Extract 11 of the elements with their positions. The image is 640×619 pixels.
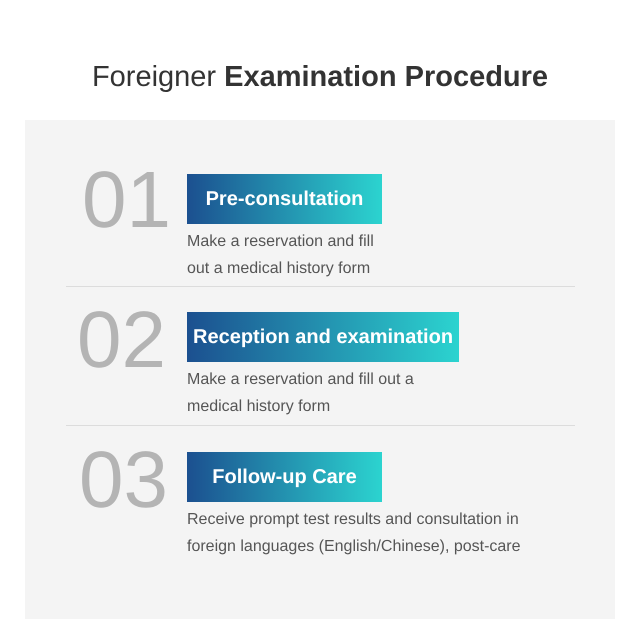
step-heading-banner: Follow-up Care [187,452,382,502]
step-description: Receive prompt test results and consultation in foreign languages (English/Chinese), post-care [187,510,522,557]
step-number: 03 [79,440,168,520]
step-description: Make a reservation and fill out a medical history form [187,370,415,417]
page-title: Foreigner Examination Procedure [90,60,550,95]
step-heading-banner: Reception and examination [187,312,460,362]
step-description: Make a reservation and fill out a medical history form [187,232,375,279]
step-number: 01 [82,160,171,240]
content-panel [25,120,615,619]
step-number: 02 [77,300,166,380]
step-heading-banner: Pre-consultation [187,174,382,224]
